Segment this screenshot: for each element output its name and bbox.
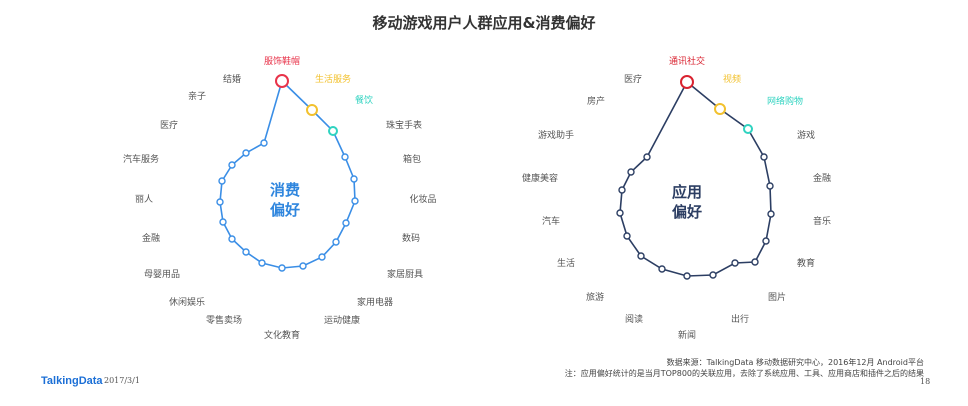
data-point — [637, 252, 645, 260]
source-note: 数据来源：TalkingData 移动数据研究中心，2016年12月 Andro… — [565, 357, 924, 379]
data-point — [743, 124, 753, 134]
data-point — [328, 126, 338, 136]
category-label: 家用电器 — [357, 296, 393, 308]
data-point — [643, 153, 651, 161]
category-label: 餐饮 — [355, 94, 373, 106]
data-point — [218, 177, 226, 185]
page-title: 移动游戏用户人群应用&消费偏好 — [372, 14, 596, 32]
data-point — [351, 197, 359, 205]
category-label: 丽人 — [135, 194, 153, 205]
data-point — [751, 258, 759, 266]
category-label: 房产 — [587, 95, 605, 107]
data-point — [242, 248, 250, 256]
category-label: 健康美容 — [522, 172, 558, 184]
category-label: 游戏助手 — [538, 129, 574, 141]
data-point — [762, 237, 770, 245]
data-point — [616, 209, 624, 217]
data-point — [318, 253, 326, 261]
data-point — [731, 259, 739, 267]
category-label: 数码 — [402, 232, 420, 244]
data-point — [258, 259, 266, 267]
category-label: 化妆品 — [409, 193, 436, 205]
category-label: 汽车服务 — [123, 153, 159, 165]
category-label: 生活 — [557, 257, 575, 269]
category-label: 运动健康 — [324, 314, 360, 326]
category-label: 母婴用品 — [144, 269, 180, 280]
category-label: 视频 — [723, 73, 741, 85]
category-label: 家居厨具 — [387, 268, 423, 280]
category-label: 通讯社交 — [669, 55, 705, 67]
category-label: 医疗 — [624, 73, 642, 85]
data-point — [342, 219, 350, 227]
data-point — [350, 175, 358, 183]
talkingdata-logo: TalkingData — [41, 375, 103, 387]
data-point — [627, 168, 635, 176]
category-label: 网络购物 — [767, 95, 803, 107]
data-point — [766, 182, 774, 190]
category-label: 结婚 — [223, 73, 241, 85]
data-point — [332, 238, 340, 246]
data-point — [658, 265, 666, 273]
data-point — [623, 232, 631, 240]
category-label: 旅游 — [586, 291, 604, 303]
data-point — [299, 262, 307, 270]
data-point — [341, 153, 349, 161]
category-label: 图片 — [768, 291, 786, 303]
category-label: 教育 — [797, 257, 815, 269]
category-label: 音乐 — [813, 215, 831, 227]
category-label: 服饰鞋帽 — [264, 55, 300, 67]
center-label: 偏好 — [270, 201, 300, 219]
category-label: 汽车 — [542, 215, 560, 227]
category-label: 新闻 — [678, 329, 696, 341]
center-label: 应用 — [672, 183, 702, 201]
category-label: 游戏 — [797, 129, 815, 141]
data-point — [260, 139, 268, 147]
page-number: 18 — [920, 377, 931, 386]
category-label: 零售卖场 — [206, 314, 242, 326]
category-label: 亲子 — [188, 90, 206, 102]
data-point — [760, 153, 768, 161]
data-point — [306, 104, 318, 116]
category-label: 阅读 — [625, 313, 643, 325]
category-label: 休闲娱乐 — [169, 296, 205, 308]
category-label: 金融 — [142, 232, 160, 244]
radial-outline — [619, 80, 772, 277]
category-label: 生活服务 — [315, 73, 351, 85]
footnote-text: 注：应用偏好统计的是当月TOP800的关联应用，去除了系统应用、工具、应用商店和… — [564, 369, 924, 378]
category-label: 金融 — [813, 172, 831, 184]
data-point — [714, 103, 726, 115]
source-text: 数据来源：TalkingData 移动数据研究中心，2016年12月 Andro… — [666, 358, 924, 367]
data-point — [278, 264, 286, 272]
category-label: 箱包 — [403, 153, 421, 165]
data-point — [275, 74, 289, 88]
center-label: 消费 — [270, 181, 300, 199]
data-point — [228, 161, 236, 169]
category-label: 出行 — [731, 313, 749, 325]
data-point — [680, 75, 694, 89]
category-label: 医疗 — [160, 119, 178, 131]
data-point — [242, 149, 250, 157]
data-point — [767, 210, 775, 218]
category-label: 文化教育 — [264, 329, 300, 341]
data-point — [709, 271, 717, 279]
category-label: 珠宝手表 — [386, 119, 422, 131]
data-point — [216, 198, 224, 206]
data-point — [618, 186, 626, 194]
center-label: 偏好 — [672, 203, 702, 221]
footer-date: 2017/3/1 — [104, 376, 140, 385]
data-point — [228, 235, 236, 243]
data-point — [219, 218, 227, 226]
data-point — [683, 272, 691, 280]
